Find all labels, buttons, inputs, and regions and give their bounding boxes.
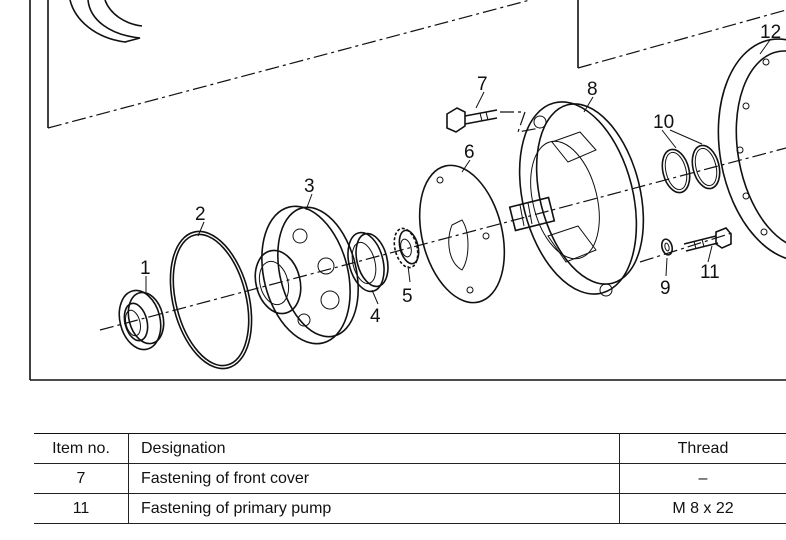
cell-item-no: 7 [34,463,129,494]
part-11-bolt [683,227,732,252]
part-10-seal-rings [661,144,721,194]
cell-item-no: 11 [34,493,129,524]
part-1-seal [118,289,165,351]
center-axis [99,147,786,331]
part-4-ring-gear [347,231,389,293]
part-2-o-ring [169,230,253,370]
part-3-housing [254,205,359,345]
parts-table: Item no. Designation Thread 7 Fastening … [34,433,786,524]
callout-4: 4 [370,306,381,327]
callout-labels: 1 2 3 4 5 6 7 8 9 10 11 12 [140,22,781,327]
header-thread: Thread [619,433,786,464]
part-7-bolt [446,107,498,133]
callout-9: 9 [660,278,671,299]
upper-inset-box [47,0,531,129]
table-row: 11 Fastening of primary pump M 8 x 22 [34,493,786,524]
header-designation: Designation [128,433,620,464]
callout-11: 11 [700,262,720,283]
part-6-plate [418,164,506,304]
table-row: 7 Fastening of front cover – [34,463,786,494]
callout-7: 7 [477,74,488,95]
part-9-washer [660,238,674,256]
callout-12: 12 [760,22,781,43]
cell-thread: M 8 x 22 [619,493,786,524]
exploded-parts-diagram: 1 2 3 4 5 6 7 8 9 10 11 12 [29,0,786,381]
callout-5: 5 [402,286,413,307]
cell-designation: Fastening of primary pump [128,493,620,524]
right-inset-box [577,0,786,69]
callout-3: 3 [304,176,315,197]
leader-lines [145,39,771,305]
callout-10: 10 [653,112,674,133]
part-12-gasket [717,38,786,262]
part-5-pinion [393,227,420,269]
cell-thread: – [619,463,786,494]
header-item-no: Item no. [34,433,129,464]
callout-2: 2 [195,204,206,225]
callout-6: 6 [464,142,475,163]
callout-8: 8 [587,79,598,100]
bolt11-axis [639,231,736,263]
table-header-row: Item no. Designation Thread [34,433,786,464]
diagram-frame [29,0,786,381]
bolt7-axis [500,111,541,133]
cell-designation: Fastening of front cover [128,463,620,494]
callout-1: 1 [140,258,151,279]
part-8-front-cover [508,101,645,297]
